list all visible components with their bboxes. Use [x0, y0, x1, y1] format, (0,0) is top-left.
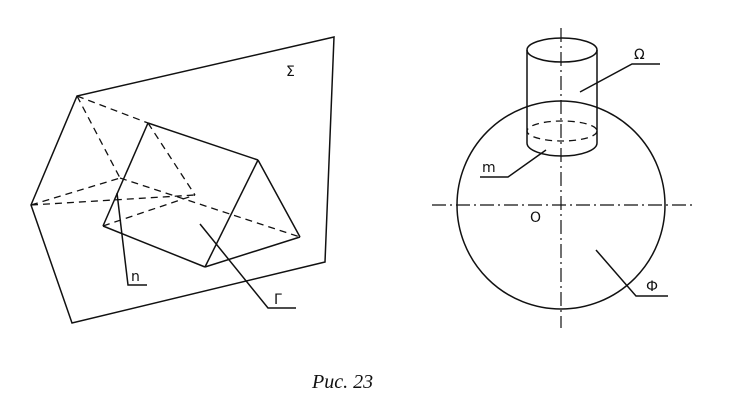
prism-back-slant-right — [257, 159, 301, 238]
plane-sigma — [30, 36, 335, 324]
hidden-inner-diagonal — [102, 194, 196, 227]
figure-caption: Рис. 23 — [311, 371, 373, 393]
prism-back-slant-left — [204, 159, 259, 268]
intersection-curve-m — [526, 120, 598, 142]
label-m: m — [482, 160, 496, 176]
label-gamma: Г — [274, 292, 283, 308]
label-n: n — [131, 269, 140, 285]
hidden-ridge — [76, 95, 149, 124]
hidden-left-slant — [76, 95, 121, 179]
prism-front-slant — [102, 122, 149, 227]
hidden-left-edge — [30, 177, 121, 206]
label-sigma: Σ — [286, 64, 295, 80]
hidden-section-line — [119, 177, 301, 238]
label-cylinder: Ω — [634, 47, 645, 63]
leader-phi — [595, 249, 668, 297]
cylinder-bottom-front — [526, 142, 598, 157]
hidden-base-line — [30, 194, 196, 206]
hidden-front-face — [147, 122, 196, 196]
prism-base-right — [204, 236, 301, 268]
label-phi: Ф — [646, 279, 658, 295]
right-figure: Ω m O Ф — [432, 28, 692, 328]
leader-n — [116, 192, 147, 286]
prism-bottom-edge — [102, 225, 206, 268]
leader-gamma — [199, 223, 296, 309]
cylinder-top — [526, 37, 598, 63]
prism-ridge — [147, 122, 259, 161]
leader-omega — [579, 63, 660, 93]
left-figure: Σ n Г — [30, 36, 335, 324]
label-o: O — [530, 210, 541, 226]
leader-m — [480, 149, 547, 178]
